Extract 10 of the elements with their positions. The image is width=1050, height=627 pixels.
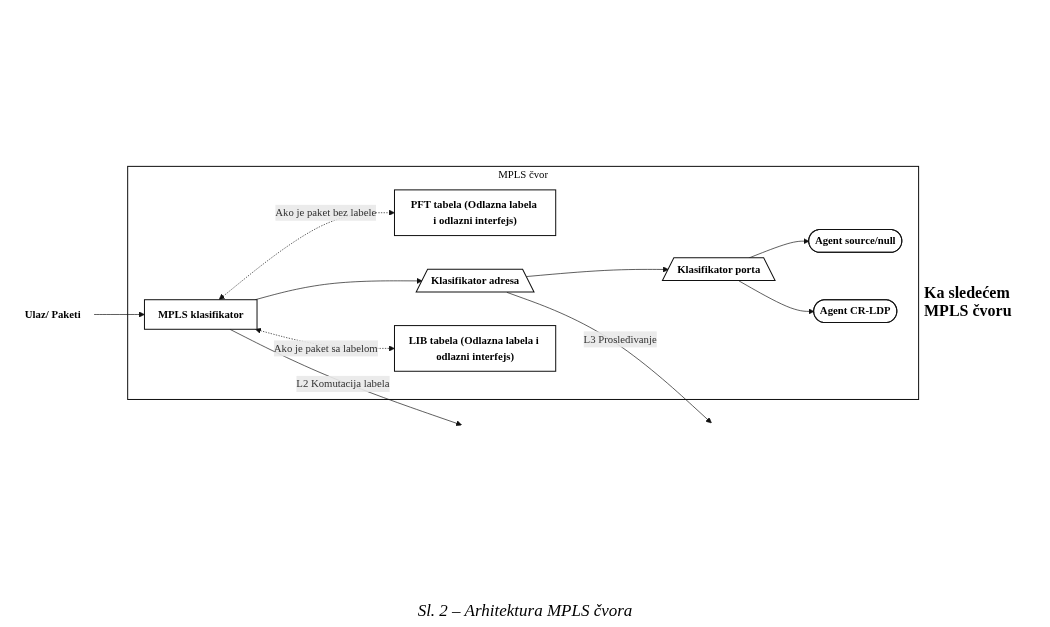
edge-label: L3 Prosleđivanje [583,333,657,345]
edge-label: Ako je paket bez labele [275,206,377,219]
edge-label: Ako je paket sa labelom [273,342,378,354]
node-box: LIB tabela (Odlazna labela i odlazni interfejs) [394,325,557,372]
node-box: MPLS klasifikator [143,299,258,330]
node-text: Ulaz/ Paketi [24,308,81,320]
note-text: Ka sledećem MPLS čvoru [924,283,1013,320]
figure-caption: Sl. 2 – Arhitektura MPLS čvora [417,601,633,621]
edge-label: L2 Komutacija labela [296,377,390,390]
node-box: PFT tabela (Odlazna labela i odlazni interfejs) [394,189,557,237]
